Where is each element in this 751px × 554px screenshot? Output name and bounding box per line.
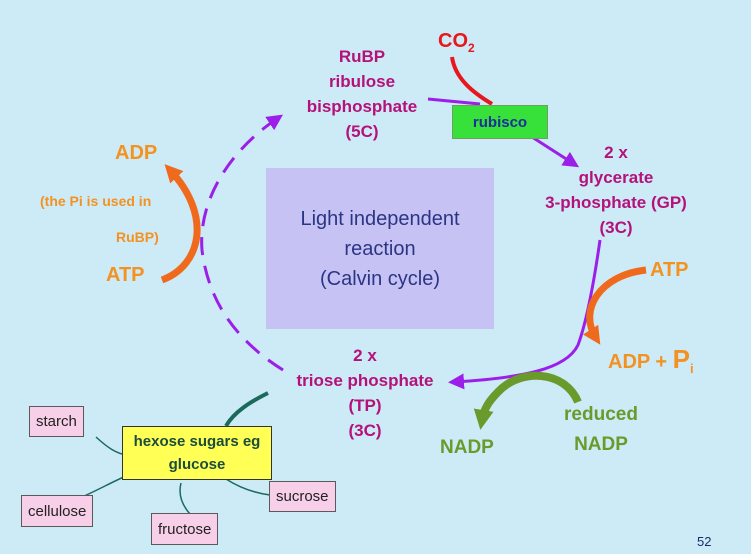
left-atp-adp-arrow xyxy=(160,164,201,284)
cellulose-label: cellulose xyxy=(28,502,87,520)
tp-to-hexose-line xyxy=(224,391,269,428)
cellulose-connector xyxy=(81,475,127,498)
center-line-1: Light independent xyxy=(300,207,460,230)
starch-label: starch xyxy=(36,413,77,430)
nadp-arrow xyxy=(473,371,582,430)
tp-line-3: (TP) xyxy=(348,396,382,415)
co2-subscript: 2 xyxy=(468,41,475,55)
reduced-nadp-line-1: reduced xyxy=(564,404,638,425)
hexose-sugars-box: hexose sugars eg glucose xyxy=(122,426,272,480)
fructose-connector xyxy=(179,482,191,515)
sucrose-label: sucrose xyxy=(276,488,329,505)
sucrose-connector xyxy=(225,478,271,496)
rubisco-label: rubisco xyxy=(472,113,528,131)
rubp-line-1: RuBP xyxy=(338,47,386,66)
fructose-label: fructose xyxy=(158,520,212,538)
gp-line-1: 2 x xyxy=(604,143,628,162)
center-line-2: reaction xyxy=(344,237,416,260)
rubp-line-2: ribulose xyxy=(328,72,396,91)
co2-input-curve xyxy=(450,56,494,106)
starch-connector xyxy=(95,436,123,455)
left-atp-label: ATP xyxy=(106,264,145,286)
right-atp-adp-arrow xyxy=(583,266,647,345)
pi-main-text: P xyxy=(672,344,691,374)
starch-box: starch xyxy=(29,406,84,437)
right-adp-pi-label: ADP + Pi xyxy=(608,344,694,376)
co2-main-text: CO xyxy=(438,30,468,52)
reduced-nadp-line-2: NADP xyxy=(574,434,628,455)
nadp-label: NADP xyxy=(440,437,494,458)
tp-line-1: 2 x xyxy=(353,346,377,365)
cellulose-box: cellulose xyxy=(21,495,94,527)
tp-to-rubp-dashed-arrow xyxy=(200,114,284,372)
fructose-box: fructose xyxy=(151,513,219,545)
gp-label: 2 x glycerate 3-phosphate (GP) (3C) xyxy=(530,140,702,240)
hexose-line-1: hexose sugars eg xyxy=(133,433,261,450)
tp-line-2: triose phosphate xyxy=(296,371,434,390)
tp-label: 2 x triose phosphate (TP) (3C) xyxy=(286,343,444,443)
tp-line-4: (3C) xyxy=(348,421,382,440)
left-pi-note-line-1: (the Pi is used in xyxy=(40,193,152,209)
right-adp-text: ADP + xyxy=(608,351,668,373)
gp-line-3: 3-phosphate (GP) xyxy=(545,193,687,212)
center-line-3: (Calvin cycle) xyxy=(319,267,441,290)
gp-to-tp-arrow xyxy=(448,239,602,390)
rubisco-enzyme-box: rubisco xyxy=(452,105,548,139)
left-pi-note-line-2: RuBP) xyxy=(116,229,159,245)
pi-subscript: i xyxy=(690,361,694,376)
page-number: 52 xyxy=(697,534,712,549)
rubisco-to-gp-arrow xyxy=(531,135,580,168)
gp-line-4: (3C) xyxy=(599,218,633,237)
co2-label: CO2 xyxy=(438,30,475,55)
hexose-line-2: glucose xyxy=(168,456,226,473)
rubp-to-rubisco-line xyxy=(427,97,481,106)
rubp-line-3: bisphosphate xyxy=(306,97,418,116)
left-adp-label: ADP xyxy=(115,142,158,164)
reduced-nadp-label: reduced NADP xyxy=(556,400,646,460)
calvin-cycle-title-box: Light independent reaction (Calvin cycle… xyxy=(266,168,494,329)
rubp-label: RuBP ribulose bisphosphate (5C) xyxy=(296,44,428,144)
rubp-line-4: (5C) xyxy=(345,122,379,141)
right-atp-label: ATP xyxy=(650,259,689,281)
gp-line-2: glycerate xyxy=(578,168,654,187)
sucrose-box: sucrose xyxy=(269,481,336,512)
